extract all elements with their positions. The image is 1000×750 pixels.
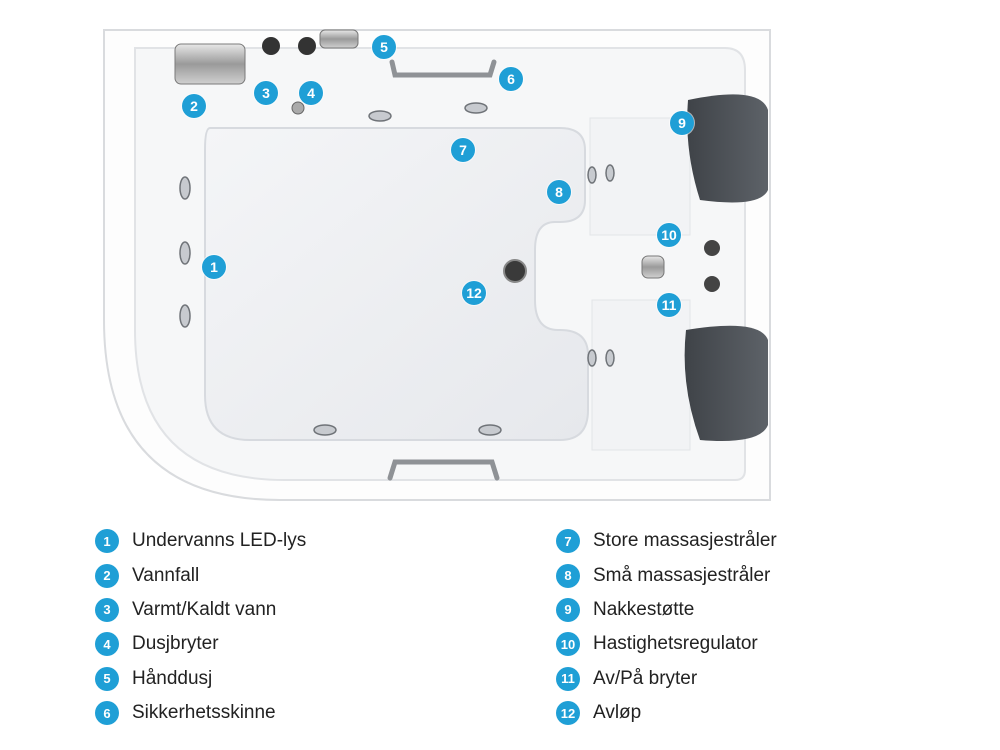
marker-3: 3 <box>254 81 278 105</box>
marker-6: 6 <box>499 67 523 91</box>
legend-label: Av/På bryter <box>593 667 698 689</box>
jet <box>464 102 488 114</box>
jet <box>587 349 597 367</box>
jet <box>313 424 337 436</box>
legend-right-column: 7 Store massasjestråler 8 Små massasjestrå… <box>556 524 777 730</box>
jet <box>179 241 191 265</box>
legend-number: 7 <box>556 529 580 554</box>
legend-item: 5 Hånddusj <box>95 662 306 696</box>
legend-label: Nakkestøtte <box>593 598 695 620</box>
side-control <box>641 255 665 279</box>
jet <box>179 304 191 328</box>
jet <box>478 424 502 436</box>
headrest-bottom <box>684 325 768 441</box>
legend-number: 6 <box>95 701 119 726</box>
legend-number: 3 <box>95 597 119 622</box>
hot-cold-knob-left <box>262 37 280 55</box>
marker-1: 1 <box>202 255 226 279</box>
tub-seat-lower <box>591 299 691 451</box>
speed-regulator-knob <box>704 240 720 256</box>
legend-number: 9 <box>556 597 580 622</box>
shower-switch <box>291 101 305 115</box>
legend-label: Store massasjestråler <box>593 530 777 552</box>
legend-number: 1 <box>95 529 119 554</box>
legend-label: Hånddusj <box>132 667 213 689</box>
legend-label: Undervanns LED-lys <box>132 530 307 552</box>
marker-2: 2 <box>182 94 206 118</box>
legend-label: Sikkerhetsskinne <box>132 702 276 724</box>
legend-label: Varmt/Kaldt vann <box>132 598 277 620</box>
jet <box>179 176 191 200</box>
legend-left-column: 1 Undervanns LED-lys 2 Vannfall 3 Varmt/Kal… <box>95 524 306 730</box>
bathtub-illustration <box>103 29 771 501</box>
jet <box>605 164 615 182</box>
marker-10: 10 <box>657 223 681 247</box>
legend-number: 2 <box>95 563 119 588</box>
legend-item: 3 Varmt/Kaldt vann <box>95 593 306 627</box>
tub-seat-upper <box>589 117 691 236</box>
jet <box>605 349 615 367</box>
tub-basin <box>204 127 589 441</box>
safety-rail-top <box>389 59 497 78</box>
jet <box>587 166 597 184</box>
legend-number: 8 <box>556 563 580 588</box>
power-switch-knob <box>704 276 720 292</box>
hand-shower <box>319 29 359 49</box>
legend-number: 5 <box>95 666 119 691</box>
drain <box>503 259 527 283</box>
safety-rail-bottom <box>387 459 500 481</box>
legend-number: 11 <box>556 666 580 691</box>
legend-item: 7 Store massasjestråler <box>556 524 777 558</box>
legend-number: 12 <box>556 701 580 726</box>
massage-jets <box>179 102 615 436</box>
marker-7: 7 <box>451 138 475 162</box>
marker-9: 9 <box>670 111 694 135</box>
legend-item: 12 Avløp <box>556 696 777 730</box>
jet <box>368 110 392 122</box>
legend-number: 10 <box>556 632 580 657</box>
marker-4: 4 <box>299 81 323 105</box>
waterfall-spout <box>174 43 246 85</box>
legend-item: 8 Små massasjestråler <box>556 558 777 592</box>
legend-item: 10 Hastighetsregulator <box>556 627 777 661</box>
marker-8: 8 <box>547 180 571 204</box>
marker-5: 5 <box>372 35 396 59</box>
hot-cold-knob-right <box>298 37 316 55</box>
legend-number: 4 <box>95 632 119 657</box>
legend-label: Hastighetsregulator <box>593 633 758 655</box>
legend-item: 2 Vannfall <box>95 558 306 592</box>
legend-label: Små massasjestråler <box>593 564 771 586</box>
marker-12: 12 <box>462 281 486 305</box>
legend-item: 9 Nakkestøtte <box>556 593 777 627</box>
legend-label: Dusjbryter <box>132 633 219 655</box>
legend-item: 4 Dusjbryter <box>95 627 306 661</box>
legend-label: Vannfall <box>132 564 200 586</box>
headrest-top <box>687 94 768 203</box>
marker-11: 11 <box>657 293 681 317</box>
legend-item: 11 Av/På bryter <box>556 662 777 696</box>
legend-label: Avløp <box>593 702 642 724</box>
legend-item: 1 Undervanns LED-lys <box>95 524 306 558</box>
legend-item: 6 Sikkerhetsskinne <box>95 696 306 730</box>
